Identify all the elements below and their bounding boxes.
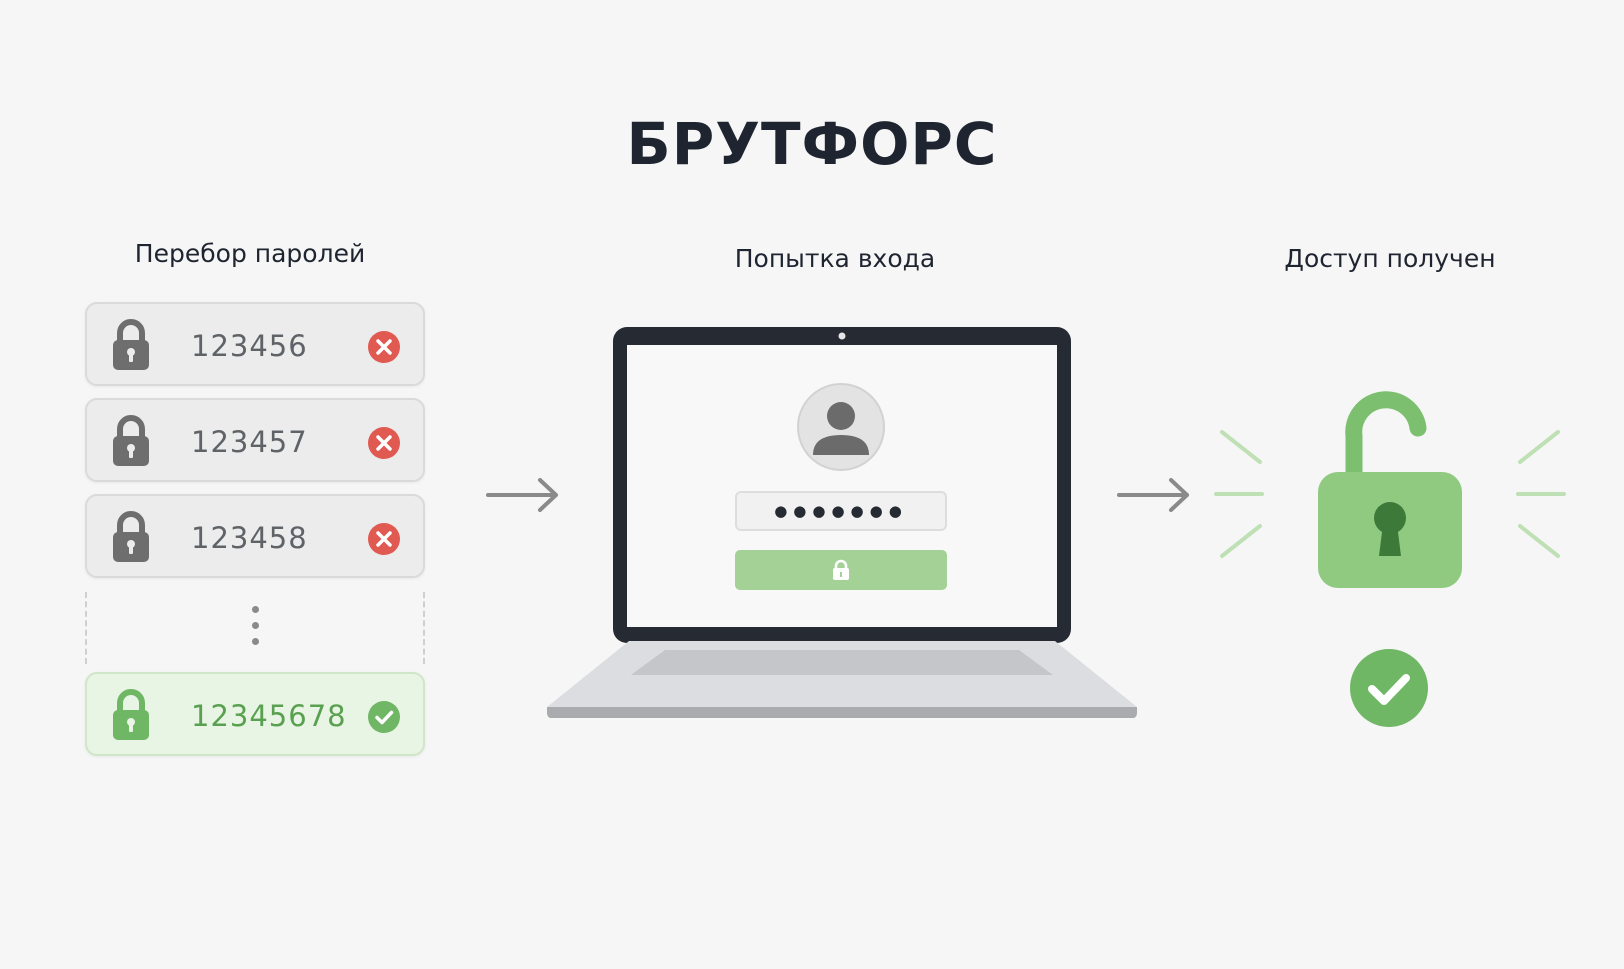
- label-login-attempt: Попытка входа: [734, 244, 936, 273]
- fail-x-icon: [368, 427, 400, 459]
- arrow-right-icon: [486, 478, 558, 512]
- ellipsis-dot: [252, 606, 259, 613]
- fail-x-icon: [368, 331, 400, 363]
- password-attempt-card: 123457: [85, 398, 425, 482]
- lock-icon: [113, 689, 149, 740]
- unlocked-padlock-icon: [1318, 391, 1462, 588]
- dashed-line-left: [85, 592, 87, 664]
- label-access-granted: Доступ получен: [1284, 244, 1496, 273]
- arrow-right-icon: [1117, 478, 1189, 512]
- radiating-lines-right: [1516, 430, 1566, 558]
- password-value: 123458: [191, 521, 308, 555]
- ellipsis-dot: [252, 638, 259, 645]
- login-button[interactable]: [735, 550, 947, 590]
- ellipsis-dot: [252, 622, 259, 629]
- diagram-title: БРУТФОРС: [626, 110, 998, 178]
- success-check-icon: [368, 701, 400, 733]
- lock-icon: [113, 511, 149, 562]
- lock-icon: [113, 319, 149, 370]
- dashed-line-right: [423, 592, 425, 664]
- password-value: 123457: [191, 425, 308, 459]
- fail-x-icon: [368, 523, 400, 555]
- success-check-icon: [1350, 649, 1428, 727]
- lock-icon: [113, 415, 149, 466]
- radiating-lines-left: [1214, 430, 1264, 558]
- password-field[interactable]: ●●●●●●●: [735, 491, 947, 531]
- password-attempt-card: 123458: [85, 494, 425, 578]
- lock-icon: [833, 559, 849, 580]
- password-value: 123456: [191, 329, 308, 363]
- password-attempt-card: 123456: [85, 302, 425, 386]
- password-value: 12345678: [191, 699, 347, 733]
- label-password-guessing: Перебор паролей: [134, 239, 366, 268]
- user-avatar-icon: [797, 383, 885, 471]
- password-success-card: 12345678: [85, 672, 425, 756]
